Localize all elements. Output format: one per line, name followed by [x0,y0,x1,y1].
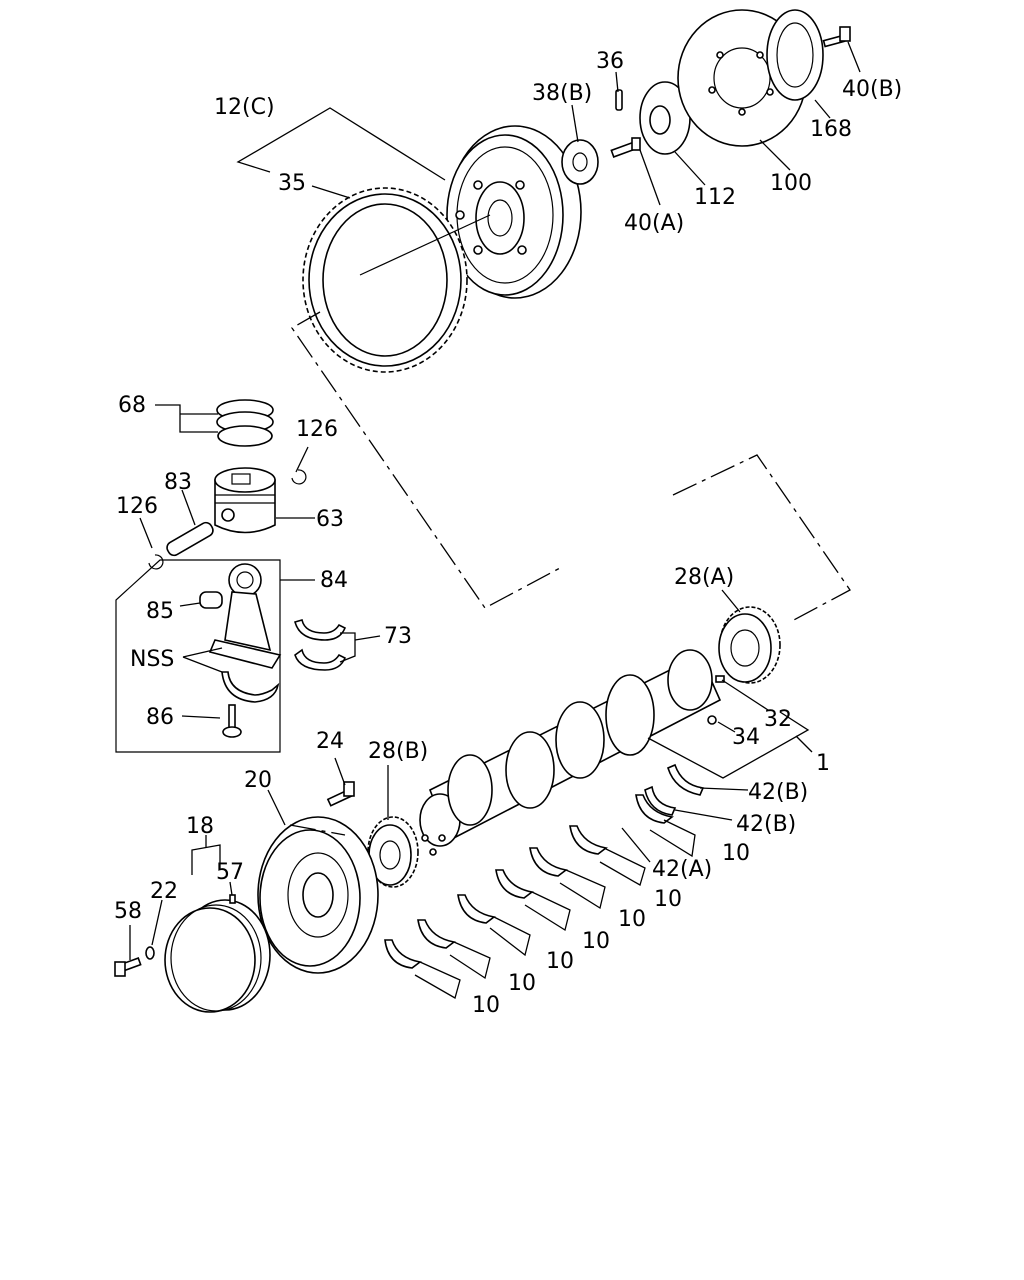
pilot-plate [561,139,599,185]
rod-bearings [294,618,347,671]
piston-pin [166,521,214,557]
callout-24: 24 [316,729,344,754]
bolt-40b [822,26,851,48]
callout-28a: 28(A) [674,565,734,590]
washer-22 [145,946,155,960]
dowel-pin [615,89,623,111]
callout-10-6: 10 [508,971,536,996]
damper-pulley [164,899,271,1013]
callout-10-3: 10 [618,907,646,932]
callout-labels: 12(C) 35 36 38(B) 40(A) 112 100 168 40(B… [114,49,902,1018]
flywheel-assembly [302,9,851,373]
key-57 [229,894,236,904]
rod-cap [221,671,280,703]
callout-12c: 12(C) [214,95,275,120]
callout-10-5: 10 [546,949,574,974]
crank-gear-b [367,816,419,888]
reinforcement-plate [766,9,824,101]
callout-28b: 28(B) [368,739,428,764]
crank-gear-a [718,606,781,684]
connecting-rod [208,563,282,669]
callout-85: 85 [146,599,174,624]
rod-bolt [222,704,242,738]
callout-10-4: 10 [582,929,610,954]
callout-10-1: 10 [722,841,750,866]
connecting-rod-box [115,559,282,753]
bolt-40a [610,137,641,158]
callout-57: 57 [216,860,244,885]
callout-20: 20 [244,768,272,793]
callout-40a: 40(A) [624,211,684,236]
callout-42b-2: 42(B) [736,812,796,837]
callout-73: 73 [384,624,412,649]
callout-63: 63 [316,507,344,532]
callout-38b: 38(B) [532,81,592,106]
callout-34: 34 [732,725,760,750]
callout-40b: 40(B) [842,77,902,102]
callout-126-left: 126 [116,494,158,519]
callout-86: 86 [146,705,174,730]
callout-126-top: 126 [296,417,338,442]
thrust-washers [644,763,705,816]
key-32 [715,675,725,683]
bolt-24 [326,781,355,807]
callout-83: 83 [164,470,192,495]
callout-68: 68 [118,393,146,418]
crankshaft [419,649,722,856]
callout-22: 22 [150,879,178,904]
callout-42a: 42(A) [652,857,712,882]
callout-42b-1: 42(B) [748,780,808,805]
leader-lines [129,41,861,999]
callout-112: 112 [694,185,736,210]
main-bearings [384,794,674,969]
callout-10-2: 10 [654,887,682,912]
crank-pulley [257,816,379,974]
bolt-58 [114,957,142,977]
callout-168: 168 [810,117,852,142]
callout-100: 100 [770,171,812,196]
callout-1: 1 [816,751,830,776]
callout-36: 36 [596,49,624,74]
flywheel [446,125,582,299]
callout-nss: NSS [130,647,174,672]
callout-35: 35 [278,171,306,196]
callout-84: 84 [320,568,348,593]
plug-34 [707,715,717,725]
callout-10-7: 10 [472,993,500,1018]
piston [214,467,276,534]
callout-58: 58 [114,899,142,924]
piston-assembly [148,399,307,570]
snap-ring-left [148,554,164,570]
snap-ring-right [291,469,307,485]
ring-gear [302,187,491,373]
bushing [199,591,223,609]
callout-32: 32 [764,707,792,732]
piston-rings [216,399,274,447]
callout-18: 18 [186,814,214,839]
